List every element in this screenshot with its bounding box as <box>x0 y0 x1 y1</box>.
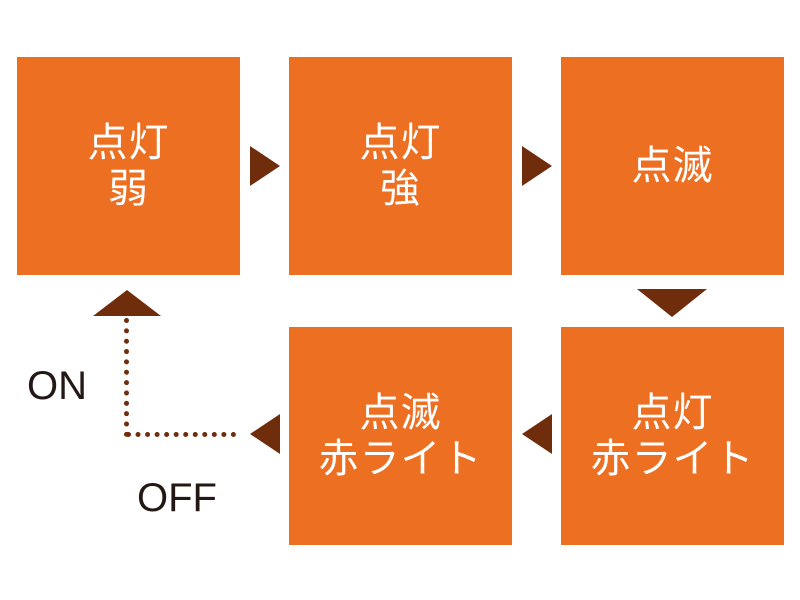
step-light-weak-line2: 弱 <box>108 166 149 212</box>
step-blink-box: 点滅 <box>561 57 784 275</box>
off-dotted-line <box>126 432 236 437</box>
arrow-left-icon <box>522 414 552 454</box>
step-light-strong-box: 点灯 強 <box>289 57 512 275</box>
step-light-weak-line1: 点灯 <box>87 120 170 166</box>
arrow-right-icon <box>522 146 552 186</box>
step-red-light-line2: 赤ライト <box>590 436 755 482</box>
arrow-left-icon <box>250 414 280 454</box>
arrow-down-icon <box>637 289 707 317</box>
step-light-weak-box: 点灯 弱 <box>17 57 240 275</box>
step-red-blink-line2: 赤ライト <box>318 436 483 482</box>
step-light-strong-line1: 点灯 <box>359 120 442 166</box>
step-red-blink-box: 点滅 赤ライト <box>289 327 512 545</box>
on-label: ON <box>27 364 87 408</box>
step-red-blink-line1: 点滅 <box>359 390 442 436</box>
arrow-up-icon <box>93 290 161 316</box>
step-red-light-line1: 点灯 <box>631 390 714 436</box>
arrow-right-icon <box>250 146 280 186</box>
on-dotted-line <box>124 318 129 437</box>
step-red-light-box: 点灯 赤ライト <box>561 327 784 545</box>
off-label: OFF <box>137 476 217 520</box>
step-light-strong-line2: 強 <box>380 166 421 212</box>
step-blink-line1: 点滅 <box>631 143 714 189</box>
